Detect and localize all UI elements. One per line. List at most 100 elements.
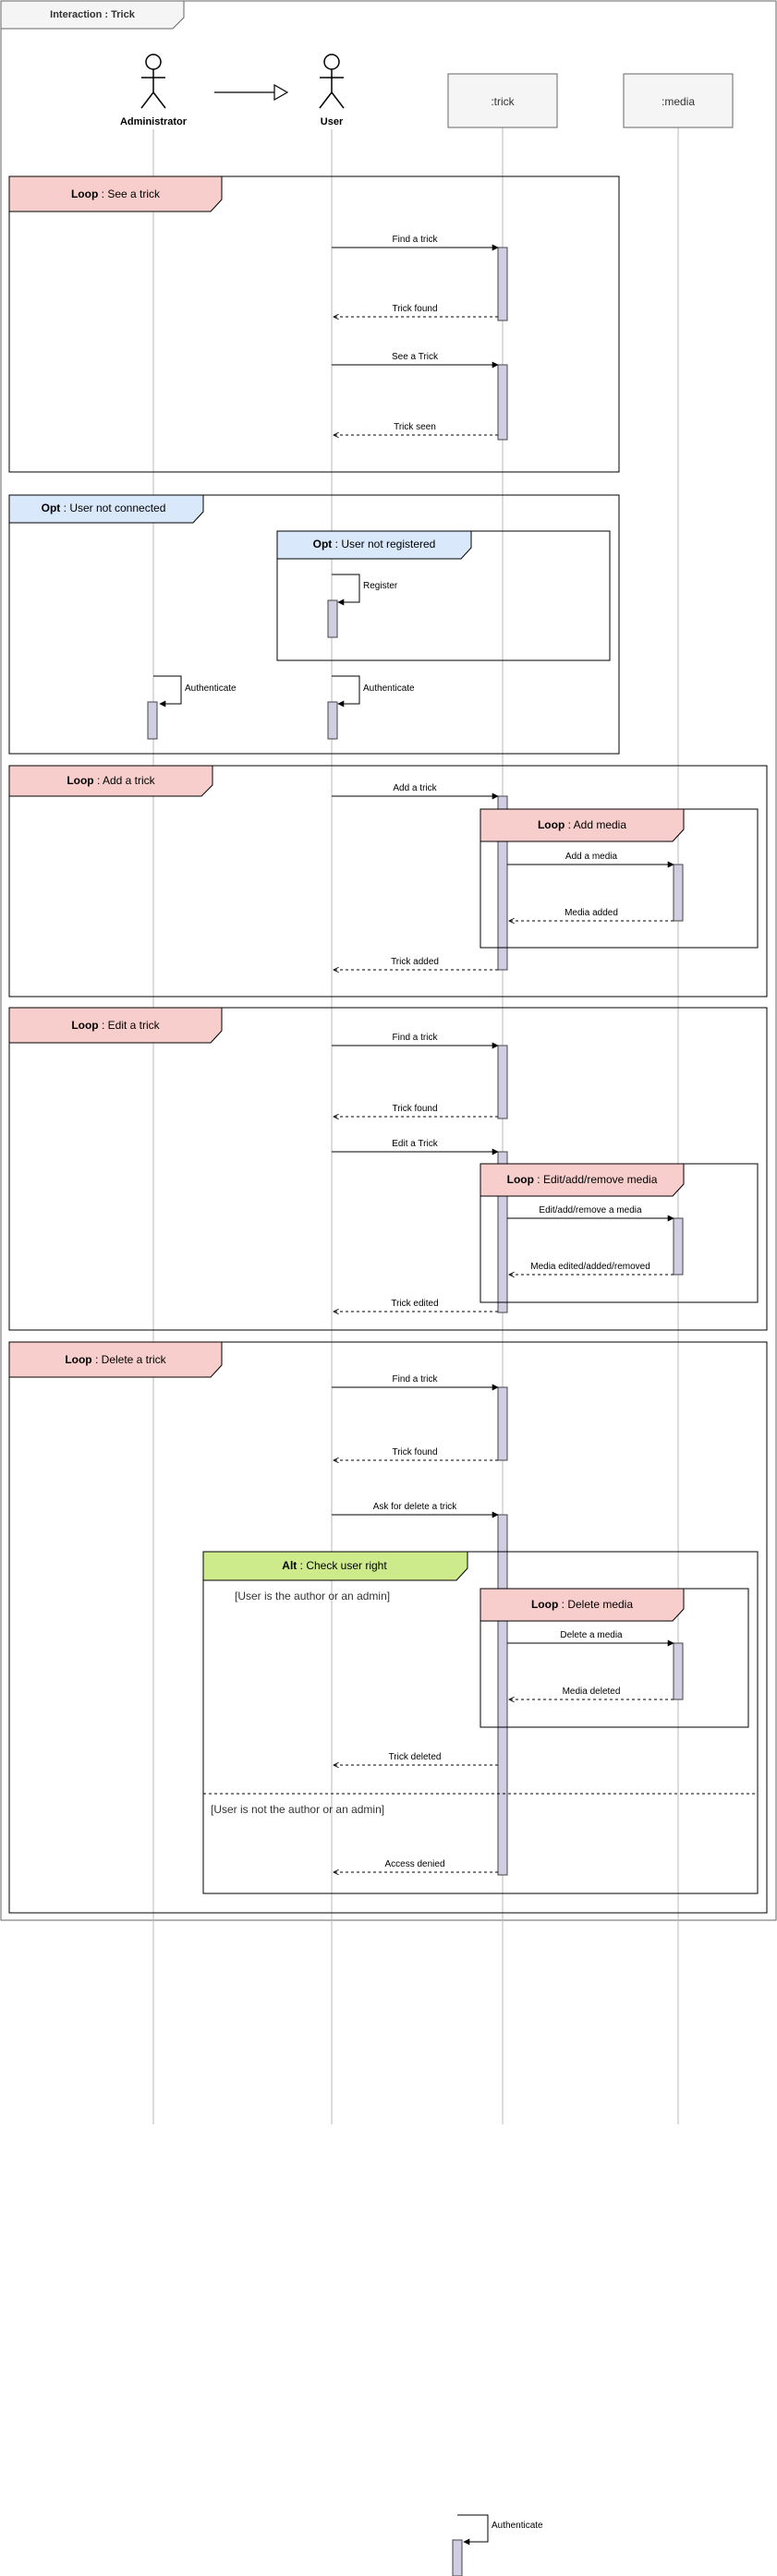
frame-header-label: Opt : User not registered bbox=[313, 538, 436, 550]
message-edit-media[interactable]: Edit/add/remove a media bbox=[507, 1205, 674, 1222]
svg-text:Add a media: Add a media bbox=[565, 852, 618, 862]
svg-text:Edit a Trick: Edit a Trick bbox=[392, 1139, 438, 1149]
svg-text:Authenticate: Authenticate bbox=[363, 683, 415, 694]
svg-text:Trick found: Trick found bbox=[392, 1447, 437, 1457]
svg-text:Trick deleted: Trick deleted bbox=[389, 1752, 442, 1762]
frame-header-label: Alt : Check user right bbox=[282, 1559, 387, 1572]
actor-administrator-label: Administrator bbox=[120, 116, 188, 127]
frame-loop-see-trick[interactable]: Loop : See a trick bbox=[8, 175, 620, 473]
svg-text:Edit/add/remove a media: Edit/add/remove a media bbox=[539, 1205, 642, 1215]
svg-text:Add a trick: Add a trick bbox=[393, 783, 437, 793]
message-trick-edited[interactable]: Trick edited bbox=[334, 1299, 498, 1312]
svg-text:Media added: Media added bbox=[565, 908, 618, 918]
svg-text:Register: Register bbox=[363, 581, 398, 591]
actor-administrator[interactable]: Administrator bbox=[120, 54, 188, 127]
activation-bar bbox=[327, 701, 338, 740]
svg-text:Ask for delete a trick: Ask for delete a trick bbox=[373, 1502, 458, 1512]
svg-text:Trick added: Trick added bbox=[391, 957, 439, 967]
svg-text:Find a trick: Find a trick bbox=[393, 235, 439, 245]
frame-header-label: Loop : Edit/add/remove media bbox=[507, 1173, 658, 1186]
activation-bar bbox=[452, 2539, 463, 2576]
message-find-trick-1[interactable]: Find a trick bbox=[332, 235, 499, 251]
frame-header-label: Loop : Delete a trick bbox=[65, 1353, 166, 1366]
frame-header-label: Loop : Delete media bbox=[531, 1598, 633, 1611]
lifeline-head-media-label: :media bbox=[662, 95, 695, 108]
svg-text:Trick found: Trick found bbox=[392, 1104, 437, 1114]
lifeline-head-media[interactable]: :media bbox=[623, 73, 734, 128]
activation-bar bbox=[327, 599, 338, 638]
frame-header-label: Loop : Add a trick bbox=[67, 774, 155, 787]
message-find-trick-2[interactable]: Find a trick bbox=[332, 1033, 499, 1049]
self-message-authenticate-admin[interactable]: Authenticate bbox=[153, 675, 237, 707]
frame-loop-add-trick[interactable]: Loop : Add a trick bbox=[8, 765, 768, 998]
message-see-trick[interactable]: See a Trick bbox=[332, 352, 499, 369]
frame-alt-check-user-right[interactable]: Alt : Check user right [User is the auth… bbox=[202, 1551, 759, 1894]
actor-user[interactable]: User bbox=[319, 54, 345, 127]
svg-text:Media deleted: Media deleted bbox=[563, 1687, 621, 1697]
message-trick-found-3[interactable]: Trick found bbox=[334, 1447, 498, 1460]
frame-loop-delete-media[interactable]: Loop : Delete media bbox=[480, 1588, 749, 1728]
message-ask-delete[interactable]: Ask for delete a trick bbox=[332, 1502, 499, 1518]
svg-text:Authenticate: Authenticate bbox=[185, 683, 237, 694]
activation-bar bbox=[673, 864, 684, 922]
lifeline-head-trick[interactable]: :trick bbox=[447, 73, 558, 128]
stick-figure-icon bbox=[319, 54, 345, 109]
stick-figure-icon bbox=[140, 54, 166, 109]
activation-bar bbox=[147, 701, 158, 740]
frame-loop-add-media[interactable]: Loop : Add media bbox=[480, 808, 759, 949]
message-media-added[interactable]: Media added bbox=[509, 908, 674, 921]
message-trick-found-2[interactable]: Trick found bbox=[334, 1104, 498, 1117]
self-message-authenticate-user[interactable]: Authenticate bbox=[332, 675, 415, 707]
message-add-trick[interactable]: Add a trick bbox=[332, 783, 499, 800]
message-trick-seen[interactable]: Trick seen bbox=[334, 422, 498, 435]
self-message-register[interactable]: Register bbox=[332, 574, 398, 606]
generalization-arrow bbox=[214, 83, 289, 102]
svg-text:Delete a media: Delete a media bbox=[560, 1630, 623, 1640]
activation-bar bbox=[497, 1151, 508, 1313]
message-delete-media[interactable]: Delete a media bbox=[507, 1630, 674, 1647]
message-access-denied[interactable]: Access denied bbox=[334, 1859, 498, 1872]
frame-loop-edit-trick[interactable]: Loop : Edit a trick bbox=[8, 1007, 768, 1331]
frame-loop-edit-media[interactable]: Loop : Edit/add/remove media bbox=[480, 1163, 759, 1303]
lifelines bbox=[152, 127, 679, 2124]
svg-text:Trick edited: Trick edited bbox=[391, 1299, 438, 1309]
frame-header-label: Loop : See a trick bbox=[71, 187, 161, 200]
lifeline-head-trick-label: :trick bbox=[491, 95, 515, 108]
actor-user-label: User bbox=[321, 116, 344, 127]
svg-text:Find a trick: Find a trick bbox=[393, 1374, 439, 1385]
activation-bar bbox=[497, 1386, 508, 1461]
svg-text:See a Trick: See a Trick bbox=[392, 352, 439, 362]
guard-author: [User is the author or an admin] bbox=[235, 1590, 390, 1602]
message-media-edited[interactable]: Media edited/added/removed bbox=[509, 1262, 674, 1275]
guard-not-author: [User is not the author or an admin] bbox=[211, 1803, 384, 1816]
activation-bar bbox=[497, 1514, 508, 1876]
activation-bar bbox=[673, 1642, 684, 1700]
svg-text:Authenticate: Authenticate bbox=[492, 2521, 543, 2531]
activation-bar bbox=[497, 247, 508, 321]
activation-bar bbox=[497, 364, 508, 441]
frame-loop-delete-trick[interactable]: Loop : Delete a trick bbox=[8, 1341, 768, 1914]
message-find-trick-3[interactable]: Find a trick bbox=[332, 1374, 499, 1391]
interaction-frame: Interaction : Trick bbox=[0, 0, 777, 1921]
message-trick-added[interactable]: Trick added bbox=[334, 957, 498, 970]
svg-text:Trick found: Trick found bbox=[392, 304, 437, 314]
frame-header-label: Opt : User not connected bbox=[42, 502, 166, 514]
svg-text:Trick seen: Trick seen bbox=[394, 422, 436, 432]
message-media-deleted[interactable]: Media deleted bbox=[509, 1687, 674, 1699]
interaction-title: Interaction : Trick bbox=[50, 9, 136, 20]
svg-text:Media edited/added/removed: Media edited/added/removed bbox=[530, 1262, 650, 1272]
svg-text:Access denied: Access denied bbox=[384, 1859, 444, 1869]
message-edit-trick[interactable]: Edit a Trick bbox=[332, 1139, 499, 1155]
message-trick-deleted[interactable]: Trick deleted bbox=[334, 1752, 498, 1765]
activation-bar bbox=[673, 1217, 684, 1276]
svg-text:Find a trick: Find a trick bbox=[393, 1033, 439, 1043]
message-trick-found-1[interactable]: Trick found bbox=[334, 304, 498, 317]
self-message-authenticate-stray[interactable]: Authenticate bbox=[457, 2514, 543, 2546]
activation-bar bbox=[497, 1045, 508, 1119]
frame-header-label: Loop : Edit a trick bbox=[71, 1019, 160, 1032]
frame-header-label: Loop : Add media bbox=[538, 818, 626, 831]
message-add-media[interactable]: Add a media bbox=[507, 852, 674, 868]
frame-opt-not-registered[interactable]: Opt : User not registered bbox=[276, 530, 611, 661]
frame-opt-not-connected[interactable]: Opt : User not connected bbox=[8, 494, 620, 755]
activation-bar bbox=[497, 795, 508, 971]
